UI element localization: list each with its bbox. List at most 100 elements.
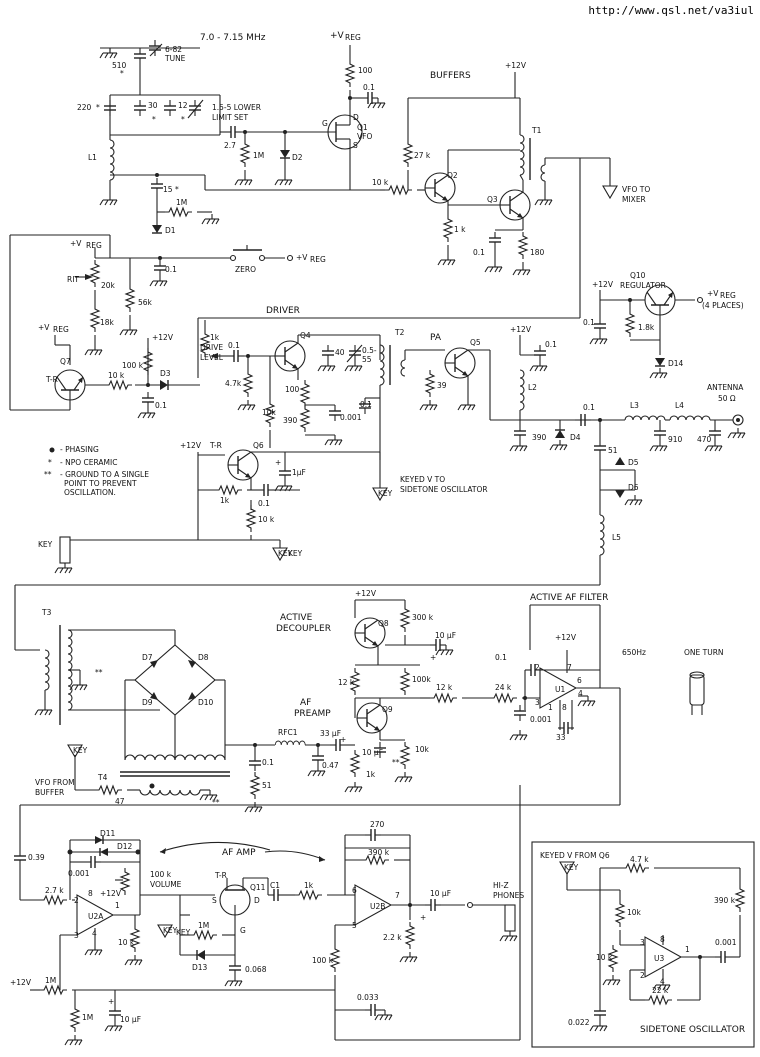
- active-af-filter-label: ACTIVE AF FILTER: [530, 593, 608, 603]
- u1-label: U1: [555, 685, 565, 694]
- reg-vreg-sub: REG: [720, 291, 736, 300]
- c0001c-label: 0.001: [68, 869, 90, 878]
- r18k-label: 18k: [100, 318, 115, 327]
- t2-cap: 0.1: [360, 400, 372, 409]
- d2-label: D2: [292, 153, 303, 162]
- svg-text:*: *: [48, 458, 52, 467]
- legend-npo: - NPO CERAMIC: [60, 458, 117, 467]
- c15-label: 15: [163, 185, 173, 194]
- vreg-top-sub: REG: [345, 33, 361, 42]
- u2a-r10k: 10 k: [118, 938, 135, 947]
- r1m4-label: 1M: [45, 976, 56, 985]
- r12k2-label: 12 k: [436, 683, 453, 692]
- d14-label: D14: [668, 359, 684, 368]
- r100k-label: 100 k: [122, 361, 144, 370]
- r100kd-label: 100 k: [312, 956, 334, 965]
- rit-vreg: +V: [70, 239, 82, 248]
- pa-label: PA: [430, 333, 442, 343]
- c33-label: 33: [556, 733, 566, 742]
- d6-label: D6: [628, 483, 639, 492]
- buffers-12v: +12V: [505, 61, 527, 70]
- t3-label: T3: [41, 608, 52, 617]
- svg-text:**: **: [95, 668, 103, 677]
- svg-text:*: *: [181, 115, 185, 124]
- r39-label: 39: [437, 381, 447, 390]
- driver-label: DRIVER: [266, 306, 300, 316]
- rit-label: RIT: [67, 275, 79, 284]
- antenna-jack-icon: [732, 414, 744, 426]
- one-turn-label: ONE TURN: [684, 648, 724, 657]
- d5-label: D5: [628, 458, 639, 467]
- vfo-label: VFO: [357, 132, 372, 141]
- c10u2-label: 10 µF: [362, 748, 383, 757]
- level-label: LEVEL: [200, 353, 224, 362]
- l3-label: L3: [630, 401, 639, 410]
- r1kd-label: 1k: [304, 881, 314, 890]
- c30-label: 30: [148, 101, 158, 110]
- q1-s: S: [353, 141, 358, 150]
- toroid-icon: [689, 674, 705, 706]
- u3-label: U3: [654, 954, 664, 963]
- c27-label: 2.7: [224, 141, 236, 150]
- reg-cap: 0.1: [583, 318, 595, 327]
- c047-label: 0.47: [322, 761, 339, 770]
- key-label: KEY: [38, 540, 53, 549]
- rit-section: +V REG RIT 20k 18k 0.1 ZERO +V REG 56k +…: [9, 234, 326, 419]
- r10kb-label: 10k: [262, 408, 277, 417]
- q7-vreg-sub: REG: [53, 325, 69, 334]
- q6-label: Q6: [253, 441, 264, 450]
- q11-d: D: [254, 896, 260, 905]
- vol-r: 100 k: [150, 870, 172, 879]
- r1m5-label: 1M: [82, 1013, 93, 1022]
- phones-label: PHONES: [493, 891, 524, 900]
- r180-label: 180: [530, 248, 545, 257]
- svg-text:+: +: [420, 913, 426, 922]
- l2-label: L2: [528, 383, 537, 392]
- source-url: http://www.qsl.net/va3iul: [588, 4, 754, 17]
- r10kc-label: 10 k: [258, 515, 275, 524]
- pa-cap: 0.1: [545, 340, 557, 349]
- r10kf-label: 10k: [627, 908, 642, 917]
- t2-label: T2: [394, 328, 405, 337]
- q1-d: D: [353, 113, 359, 122]
- c039-label: 0.39: [28, 853, 45, 862]
- svg-text:1: 1: [548, 703, 553, 712]
- buffers-label: BUFFERS: [430, 71, 471, 81]
- q5-label: Q5: [470, 338, 481, 347]
- svg-text:7: 7: [395, 891, 400, 900]
- c55-label: 0.5-: [362, 346, 377, 355]
- sidetone-tri: KEY: [564, 863, 579, 872]
- svg-text:*: *: [152, 115, 156, 124]
- svg-text:7: 7: [567, 663, 572, 672]
- svg-text:+: +: [275, 458, 281, 467]
- svg-text:1: 1: [115, 901, 120, 910]
- active-label: ACTIVE: [280, 613, 313, 623]
- svg-text:+: +: [340, 735, 346, 744]
- c510-label: 510: [112, 61, 127, 70]
- tr-switch-section: +12V T-R Q6 1k 0.1 + 1µF 10 k KEY KEY KE…: [38, 441, 488, 574]
- r1m-label: 1M: [253, 151, 264, 160]
- q7-vreg: +V: [38, 323, 50, 332]
- svg-text:*: *: [120, 69, 124, 78]
- keyed-tri: KEY: [378, 489, 393, 498]
- drive-label: DRIVE: [200, 343, 223, 352]
- t1-label: T1: [531, 126, 542, 135]
- svg-text:8: 8: [88, 889, 93, 898]
- svg-text:4: 4: [578, 689, 583, 698]
- svg-text:+: +: [108, 997, 114, 1006]
- legend-phasing: - PHASING: [60, 445, 99, 454]
- preamp-label: PREAMP: [294, 709, 331, 719]
- r10k2-label: 10 k: [108, 371, 125, 380]
- c910-label: 910: [668, 435, 683, 444]
- reg-12v: +12V: [592, 280, 614, 289]
- c10u3-label: 10 µF: [430, 889, 451, 898]
- u2a-label: U2A: [88, 912, 104, 921]
- r27kb-label: 2.7 k: [45, 886, 64, 895]
- r10kg-label: 10 k: [596, 953, 613, 962]
- c1-label: C1: [270, 881, 280, 890]
- rfc1-label: RFC1: [278, 728, 298, 737]
- d10-label: D10: [198, 698, 214, 707]
- svg-text:1: 1: [685, 945, 690, 954]
- d1-label: D1: [165, 226, 176, 235]
